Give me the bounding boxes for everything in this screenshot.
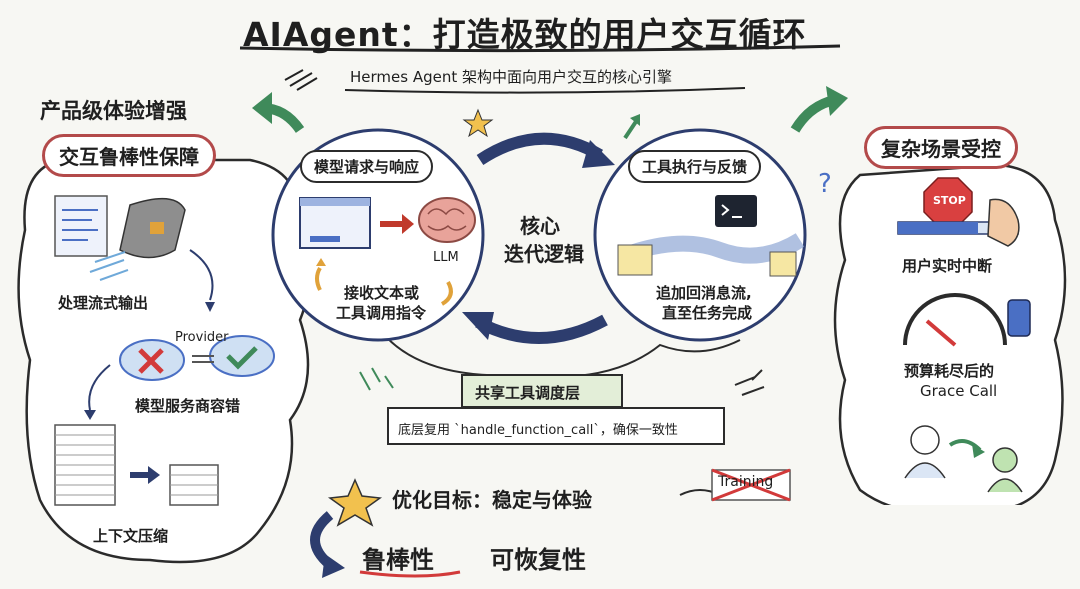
sketch-lines-left	[359, 367, 394, 391]
loop-arrow-bottom-head	[462, 312, 494, 340]
core-label-1: 核心	[520, 214, 560, 238]
context-compress-label: 上下文压缩	[93, 527, 169, 545]
loop-arrow-bottom	[475, 314, 608, 344]
brain-icon	[418, 197, 476, 243]
paper-stack-large	[54, 424, 116, 506]
hand-icon	[987, 198, 1020, 247]
interrupt-label: 用户实时中断	[902, 257, 993, 275]
title-underline	[239, 44, 841, 53]
arrow-head-left	[252, 92, 272, 124]
stream-output-label: 处理流式输出	[58, 294, 149, 312]
star-icon-top	[462, 108, 494, 138]
subtitle: Hermes Agent 架构中面向用户交互的核心引擎	[350, 68, 673, 86]
robust-underline	[359, 570, 461, 578]
loop-arrow-top-head	[582, 140, 615, 168]
shared-layer-title-box	[461, 374, 623, 408]
shared-layer-desc-box	[387, 407, 725, 445]
star-icon-bottom	[327, 478, 383, 527]
terminal-icon	[715, 195, 757, 227]
recover-label: 可恢复性	[490, 546, 586, 574]
left-circle-caption-1: 接收文本或	[344, 284, 420, 302]
left-circle-caption-2: 工具调用指令	[336, 304, 427, 322]
arrow-head-right	[826, 86, 848, 116]
llm-label: LLM	[433, 250, 459, 265]
orange-arrow-up	[315, 266, 322, 291]
left-circle-title: 模型请求与响应	[300, 150, 434, 183]
page-title: AIAgent：打造极致的用户交互循环	[243, 15, 807, 54]
swap-arrows-icon	[192, 355, 214, 363]
gauge-icon	[903, 293, 1007, 346]
goal-label: 优化目标：稳定与体验	[392, 488, 592, 512]
note-icon-1	[617, 244, 653, 276]
flow-arrow-1	[189, 249, 214, 301]
document-icon	[54, 195, 108, 257]
message-stream-ribbon	[622, 233, 805, 264]
training-label: Training	[718, 474, 774, 490]
scribble-mark	[284, 69, 318, 91]
orange-arrow-down	[440, 281, 453, 306]
stop-label: STOP	[933, 194, 966, 207]
budget-label-2: Grace Call	[920, 382, 998, 400]
paper-stack-small	[169, 464, 219, 506]
robust-label: 鲁棒性	[362, 546, 434, 574]
water-stream-icon	[89, 251, 129, 281]
provider-label: Provider	[175, 330, 229, 345]
person-icon-right	[992, 447, 1018, 473]
subtitle-underline	[344, 87, 746, 94]
note-icon-2	[769, 251, 797, 277]
gauge-needle	[925, 319, 957, 347]
failover-label: 模型服务商容错	[135, 397, 241, 415]
x-icon	[138, 348, 164, 374]
sketch-lines-right	[734, 369, 765, 396]
right-circle-title: 工具执行与反馈	[628, 150, 762, 183]
budget-label-1: 预算耗尽后的	[904, 362, 995, 380]
right-circle-caption-2: 直至任务完成	[662, 304, 753, 322]
person-icon-left	[910, 425, 940, 455]
shared-layer-desc: 底层复用 `handle_function_call`，确保一致性	[398, 423, 678, 438]
question-mark-icon: ?	[818, 169, 832, 199]
check-icon	[226, 346, 258, 370]
fade-overlay	[600, 505, 1080, 589]
flow-arrow-2	[88, 364, 111, 411]
phone-icon	[1007, 299, 1031, 337]
right-badge: 复杂场景受控	[864, 126, 1018, 169]
training-cross	[711, 468, 791, 502]
core-label-2: 迭代逻辑	[504, 242, 584, 266]
loop-arrow-top	[476, 132, 604, 166]
left-badge: 交互鲁棒性保障	[42, 134, 216, 177]
left-heading: 产品级体验增强	[40, 99, 187, 123]
shared-layer-title: 共享工具调度层	[475, 384, 581, 402]
right-circle-caption-1: 追加回消息流,	[656, 284, 752, 302]
small-arrow	[623, 118, 639, 140]
